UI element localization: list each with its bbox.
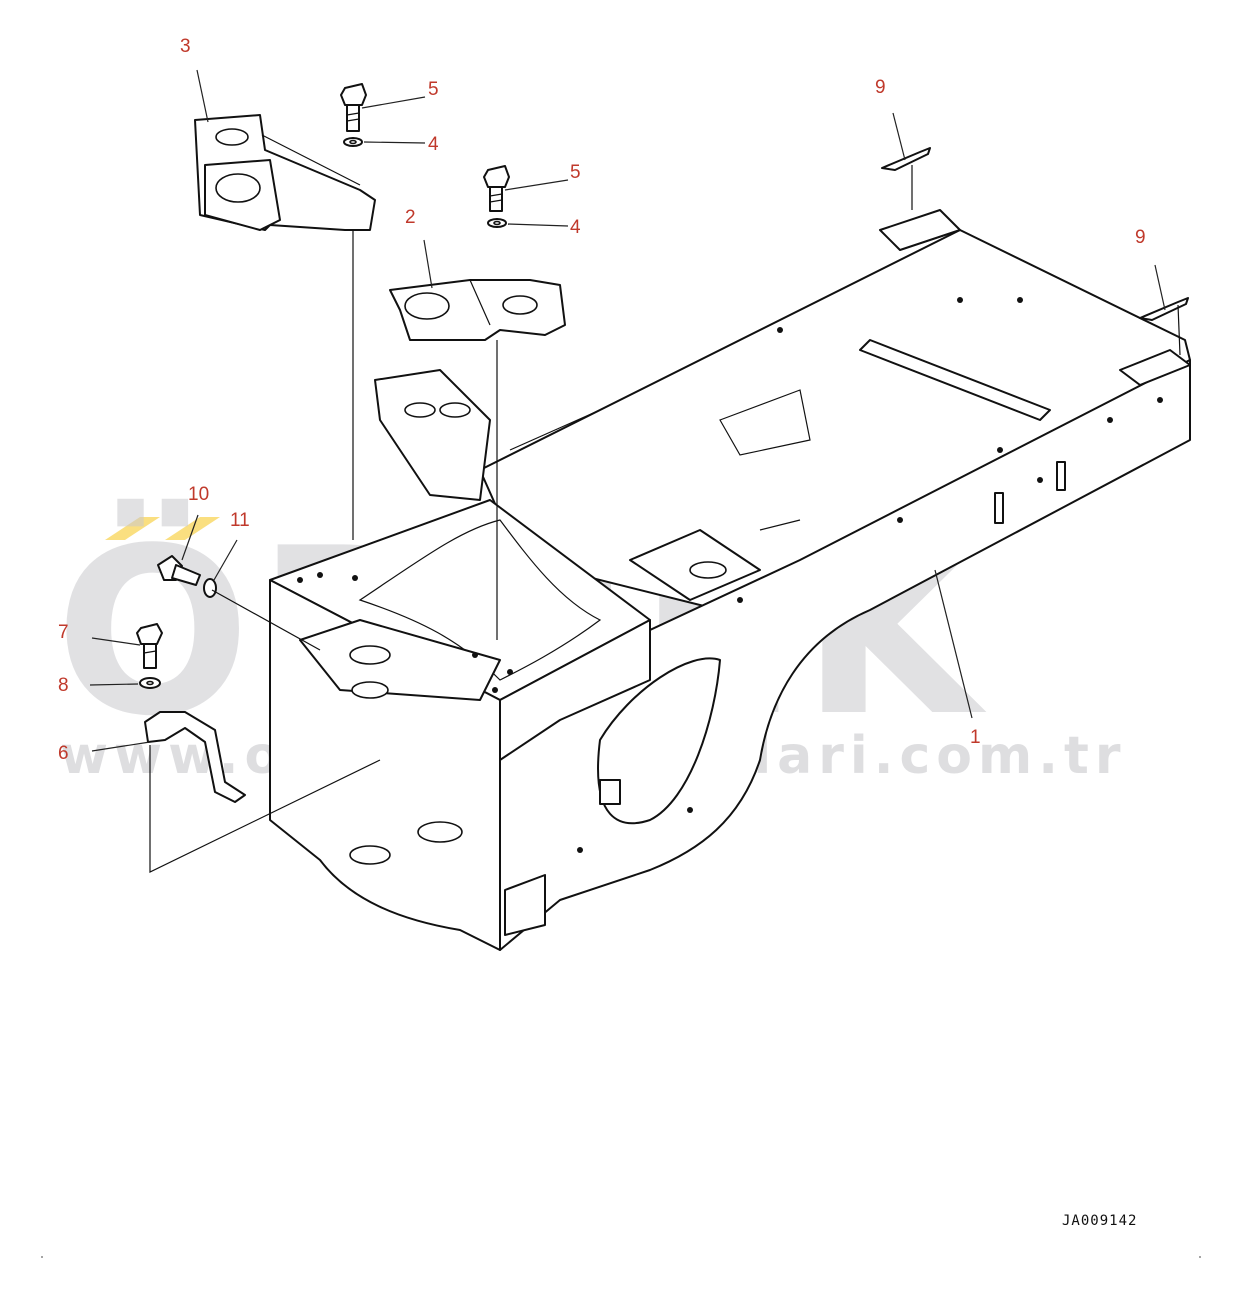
part-7-bolt bbox=[136, 623, 163, 669]
callout-11: 11 bbox=[230, 510, 250, 531]
callout-5-lower: 5 bbox=[570, 162, 581, 183]
main-frame-assembly bbox=[269, 209, 1191, 951]
callout-6: 6 bbox=[58, 743, 69, 764]
callout-5-upper: 5 bbox=[428, 79, 439, 100]
callout-4-upper: 4 bbox=[428, 134, 439, 155]
leader-lines bbox=[89, 69, 1166, 752]
bolt-5-upper bbox=[340, 83, 367, 132]
watermark-accent-mark bbox=[105, 517, 160, 540]
part-9-clip-b bbox=[1139, 297, 1189, 356]
corner-mark bbox=[1199, 1256, 1201, 1258]
callout-9-left: 9 bbox=[875, 77, 886, 98]
callout-labels: 3 5 4 5 4 2 9 9 10 11 7 8 6 1 bbox=[58, 36, 1146, 764]
washer-4-lower bbox=[487, 218, 507, 228]
part-9-clip-a bbox=[881, 147, 931, 210]
callout-9-right: 9 bbox=[1135, 227, 1146, 248]
part-11-washer bbox=[203, 578, 217, 598]
part-6-bracket bbox=[144, 711, 246, 803]
corner-mark bbox=[41, 1256, 43, 1258]
bolt-5-lower bbox=[483, 165, 510, 212]
washer-4-upper bbox=[343, 137, 363, 147]
callout-2: 2 bbox=[405, 207, 416, 228]
part-3-mount-bracket bbox=[194, 114, 376, 231]
part-10-bolt bbox=[157, 555, 201, 586]
callout-10: 10 bbox=[188, 484, 209, 505]
drawing-code: JA009142 bbox=[1062, 1213, 1137, 1229]
callout-1: 1 bbox=[970, 727, 981, 748]
callout-8: 8 bbox=[58, 675, 69, 696]
callout-7: 7 bbox=[58, 622, 69, 643]
callout-3: 3 bbox=[180, 36, 191, 57]
callout-4-lower: 4 bbox=[570, 217, 581, 238]
watermark-accent-mark bbox=[165, 517, 220, 540]
part-2-mount-bracket bbox=[389, 279, 566, 341]
part-8-washer bbox=[139, 677, 161, 689]
